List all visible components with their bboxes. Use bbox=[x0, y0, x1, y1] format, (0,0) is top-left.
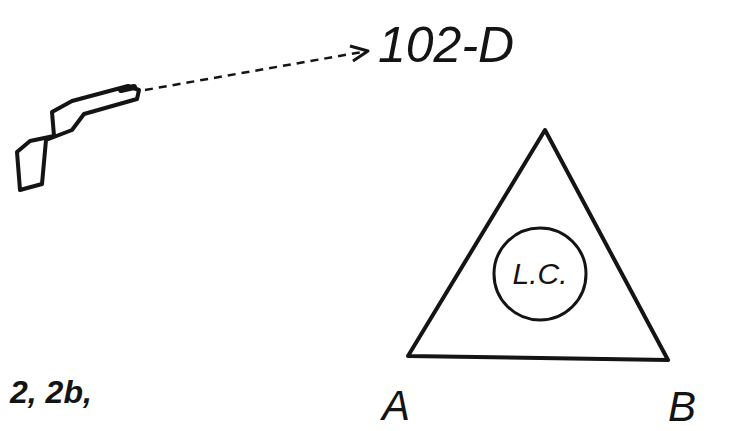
triangle bbox=[408, 130, 668, 360]
node-text: L.C. bbox=[512, 259, 567, 289]
callout-numbers: 2, 2b, bbox=[10, 376, 92, 408]
pistol-muzzle bbox=[121, 87, 134, 90]
arrow-head bbox=[350, 46, 368, 61]
circle-node: L.C. bbox=[492, 226, 588, 322]
part-number: 102-D bbox=[378, 20, 514, 70]
pistol-sketch bbox=[17, 86, 139, 190]
vertex-label: A bbox=[382, 385, 410, 427]
dashed-arrow bbox=[145, 52, 362, 90]
vertex-label: B bbox=[668, 386, 696, 428]
